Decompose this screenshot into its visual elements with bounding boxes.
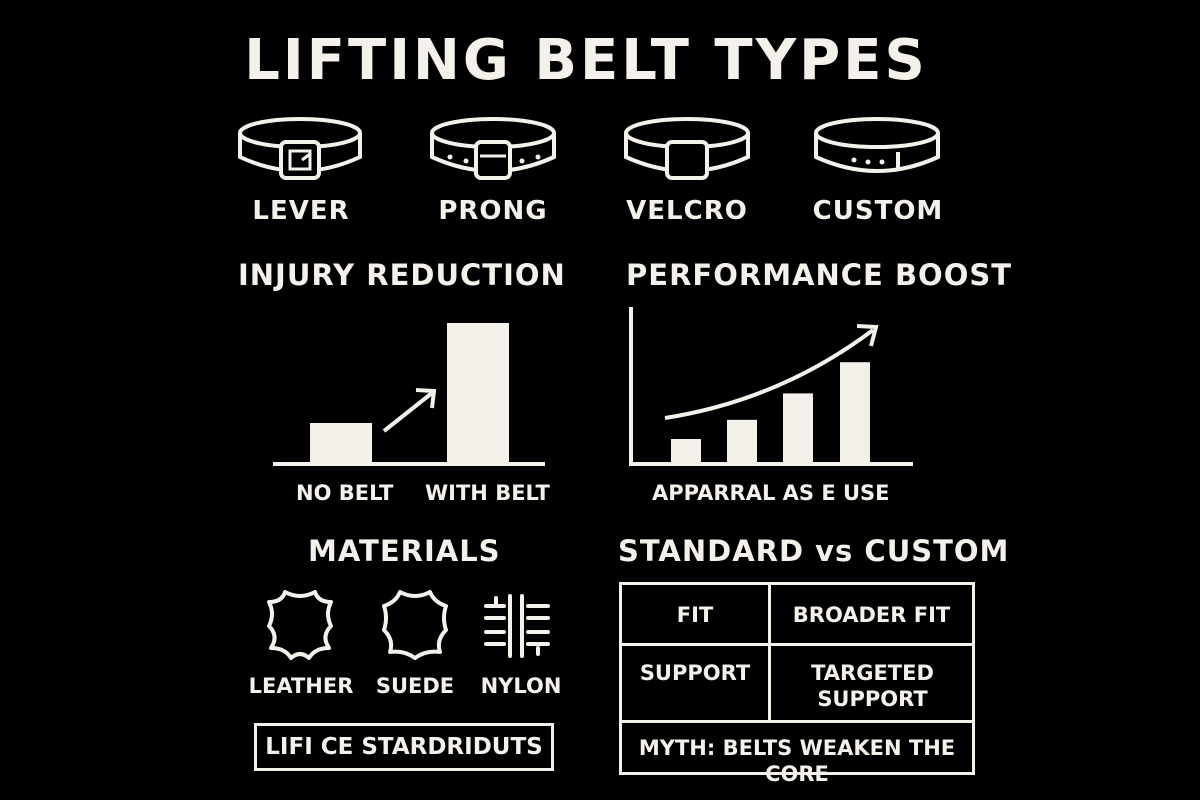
perf-bar-2 (727, 419, 757, 463)
injury-bar-2 (447, 323, 509, 463)
table-cell: BROADER FIT (792, 603, 951, 627)
custom-belt-icon (814, 117, 940, 173)
bottom-label-text: LIFI CE STARDRIDUTS (265, 734, 543, 760)
belt-label-lever: LEVER (252, 196, 350, 226)
velcro-belt-icon (624, 117, 750, 180)
belt-label-custom: CUSTOM (812, 196, 944, 226)
injury-bar-1 (310, 423, 372, 463)
table-divider (768, 585, 771, 721)
table-cell: SUPPORT (639, 661, 751, 685)
materials-title: MATERIALS (308, 534, 501, 568)
belt-label-velcro: VELCRO (626, 196, 748, 226)
table-divider (622, 720, 972, 723)
lever-belt-icon (238, 117, 362, 180)
perf-bar-4 (840, 362, 870, 463)
table-divider (622, 643, 972, 646)
injury-category-with-belt: WITH BELT (425, 481, 550, 505)
perf-bar-1 (671, 439, 701, 463)
material-label-leather: LEATHER (248, 674, 354, 698)
injury-category-no-belt: NO BELT (296, 481, 394, 505)
injury-reduction-title: INJURY REDUCTION (238, 258, 566, 292)
table-cell: TARGETED SUPPORT (811, 661, 934, 711)
page-title: LIFTING BELT TYPES (244, 28, 928, 93)
table-footer: MYTH: BELTS WEAKEN THE CORE (638, 736, 956, 786)
material-label-suede: SUEDE (375, 674, 455, 698)
prong-belt-icon (430, 117, 556, 180)
nylon-weave-icon (484, 594, 550, 658)
comparison-table: FIT BROADER FIT SUPPORT TARGETED SUPPORT… (619, 582, 975, 786)
leather-hide-icon (267, 590, 333, 660)
table-cell: FIT (676, 603, 714, 627)
increase-arrow-icon (382, 391, 434, 433)
performance-boost-title: PERFORMANCE BOOST (626, 258, 1013, 292)
perf-xlabel: APPARRAL AS E USE (652, 481, 890, 505)
perf-chart-axes (629, 307, 913, 466)
comparison-title: STANDARD vs CUSTOM (618, 534, 1010, 568)
perf-bar-3 (783, 393, 813, 463)
belt-label-prong: PRONG (438, 196, 548, 226)
suede-hide-icon (382, 590, 448, 660)
growth-curve-arrow-icon (664, 328, 875, 420)
material-label-nylon: NYLON (480, 674, 562, 698)
bottom-label-box: LIFI CE STARDRIDUTS (254, 723, 554, 771)
